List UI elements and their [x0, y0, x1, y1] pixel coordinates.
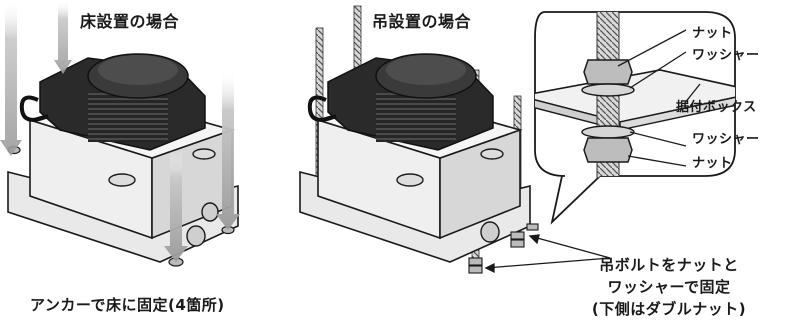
- pump-louvers: [376, 92, 456, 142]
- pump-louvers: [88, 92, 168, 142]
- caption-line: 吊ボルトをナットと: [599, 256, 739, 274]
- bolt-detail-callout: [534, 11, 736, 225]
- ceiling-install-illustration: [299, 5, 539, 274]
- caption-line: (下側はダブルナット): [591, 300, 747, 318]
- upper-washer: [581, 83, 635, 97]
- caption-line: ワッシャーで固定: [607, 278, 731, 296]
- floor-install-caption: アンカーで床に固定(4箇所): [30, 296, 225, 314]
- leader-lines: [617, 29, 701, 167]
- lower-nut: [583, 137, 633, 163]
- ceiling-install-heading: 吊設置の場合: [372, 12, 472, 31]
- anchor-arrows: [0, 0, 240, 262]
- detail-label-washer-bottom: ワッシャー: [692, 132, 760, 147]
- caption-pointers: [484, 234, 611, 274]
- detail-label-nut-top: ナット: [692, 26, 733, 41]
- cable: [19, 95, 49, 122]
- cable: [307, 95, 337, 122]
- double-nuts: [468, 223, 539, 274]
- lower-washer: [581, 125, 635, 139]
- floor-install-heading: 床設置の場合: [80, 12, 180, 31]
- detail-label-nut-bottom: ナット: [692, 156, 733, 171]
- ceiling-install-caption: 吊ボルトをナットと ワッシャーで固定 (下側はダブルナット): [566, 254, 772, 320]
- upper-nut: [583, 59, 633, 85]
- floor-install-illustration: [0, 0, 240, 267]
- detail-label-install-box: 据付ボックス: [676, 100, 757, 115]
- detail-label-washer-top: ワッシャー: [692, 48, 760, 63]
